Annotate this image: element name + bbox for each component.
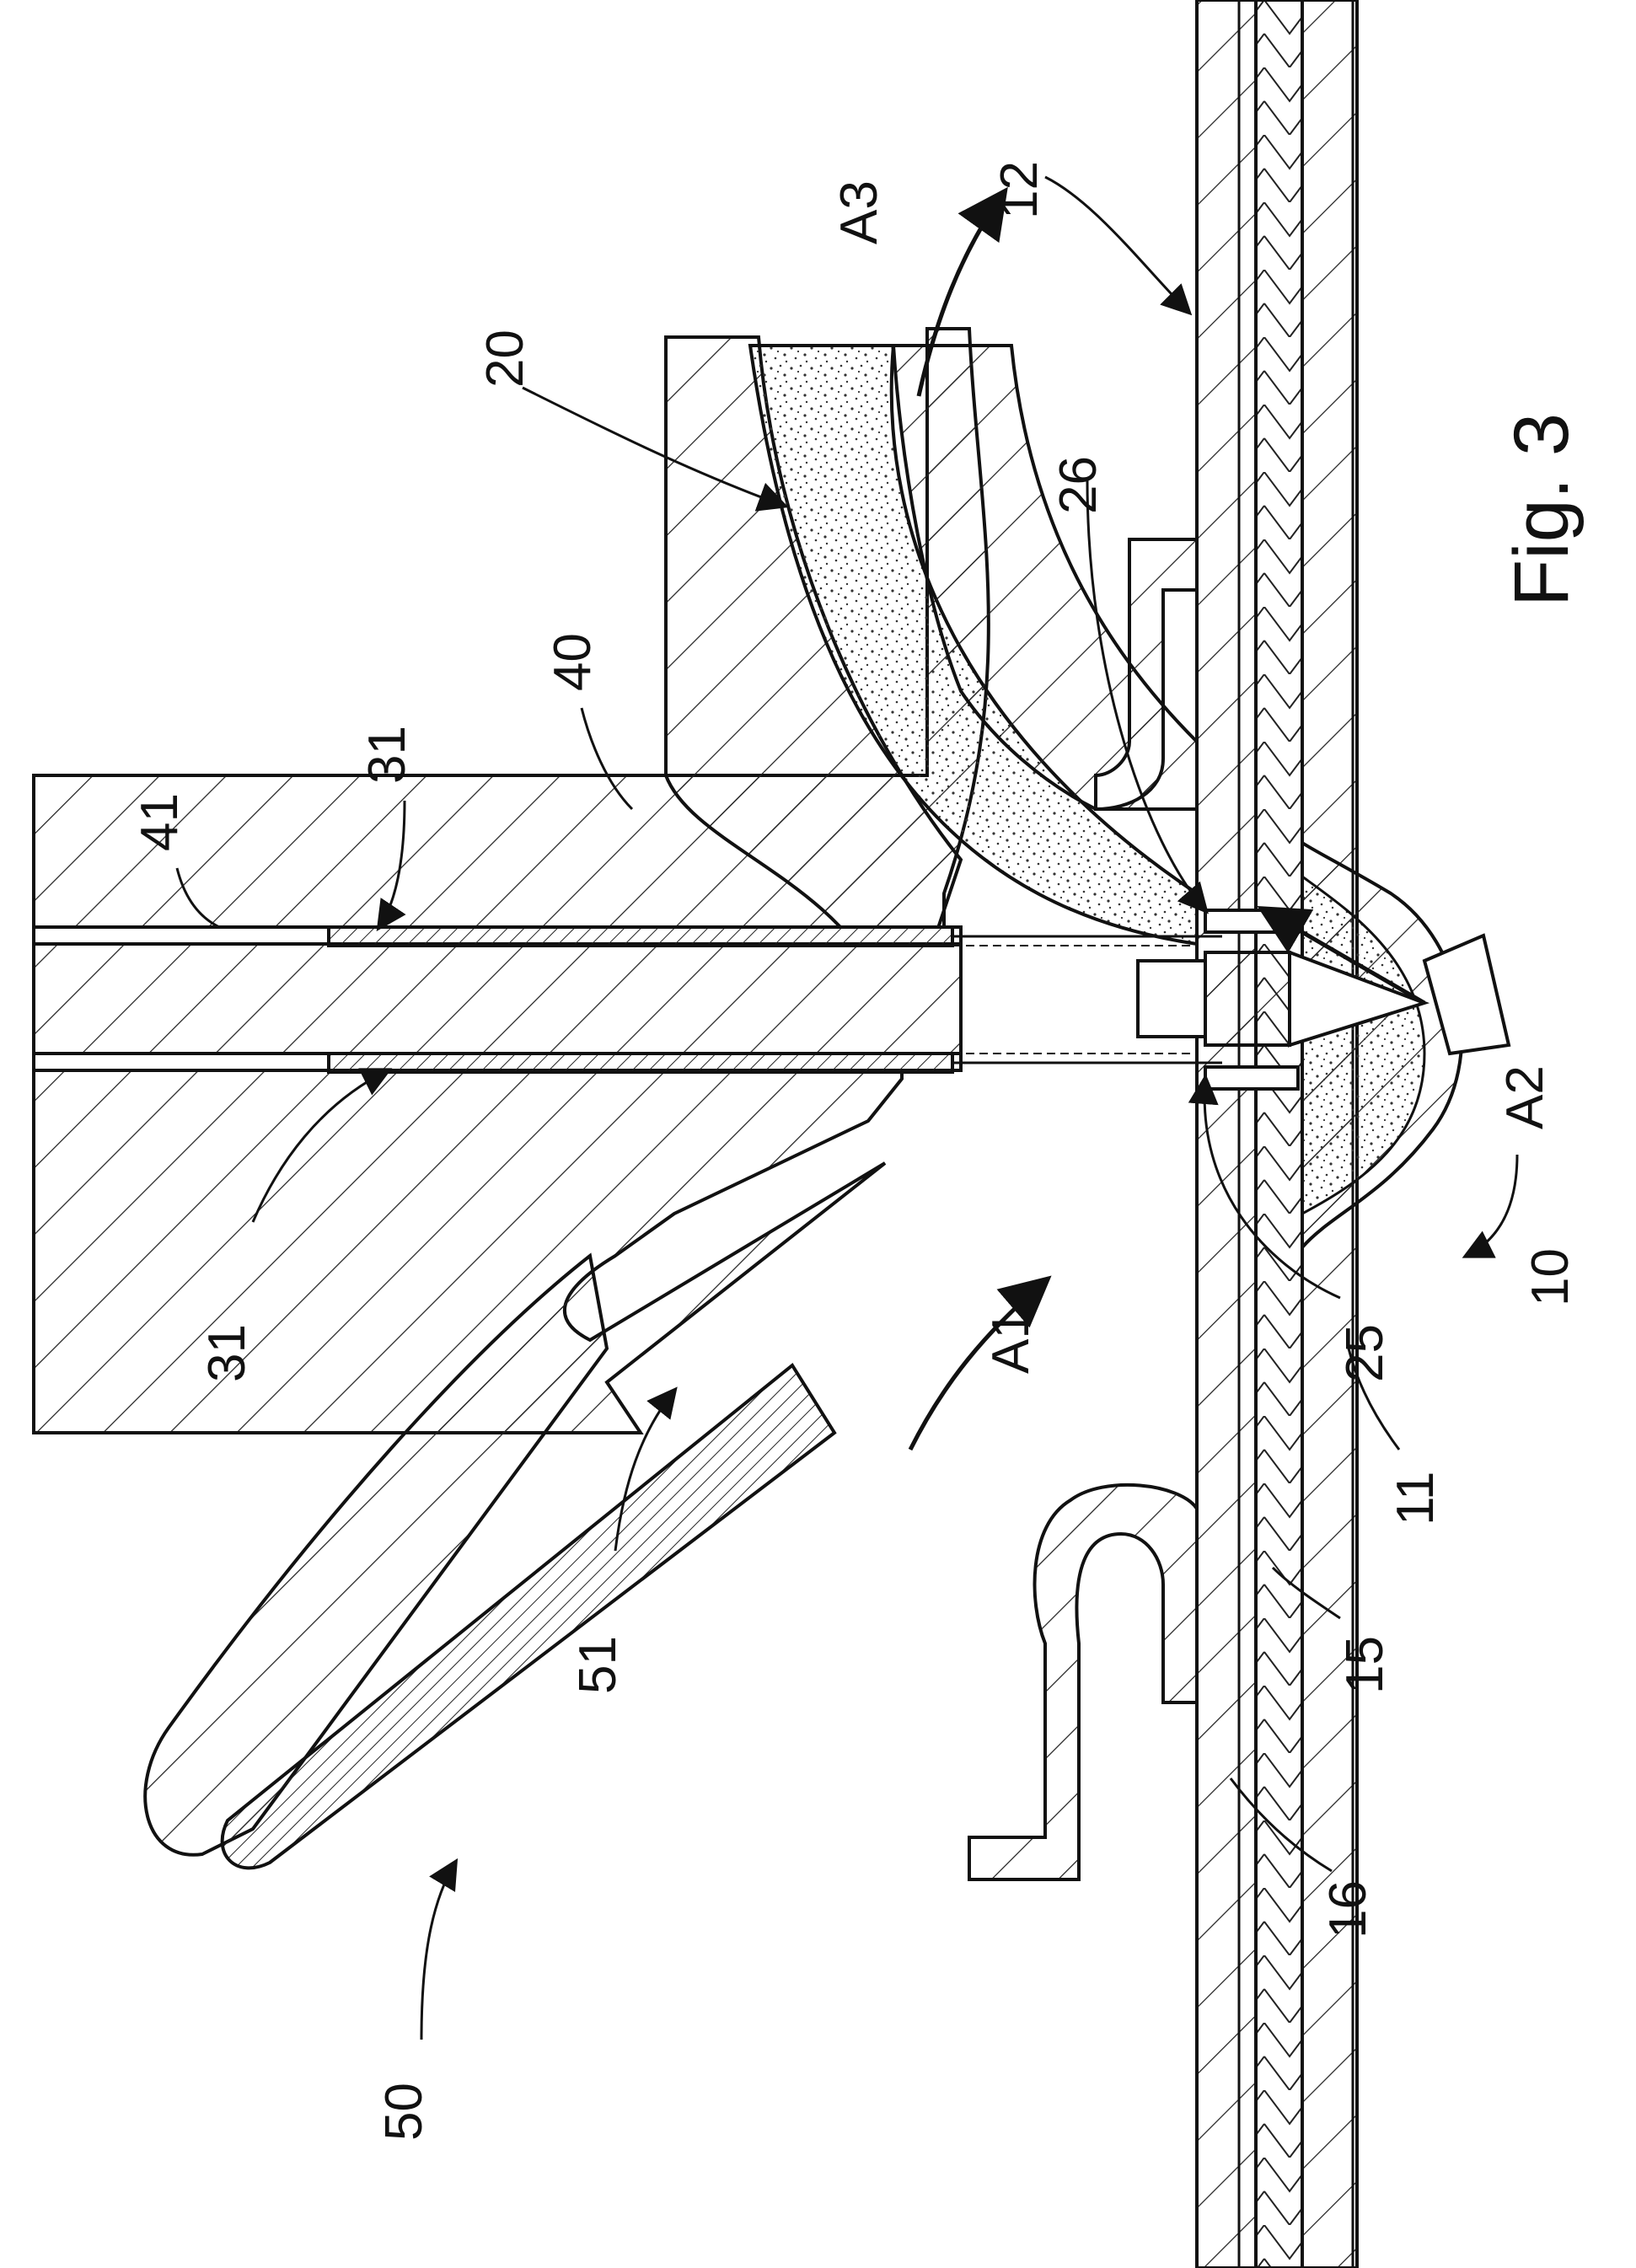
leader-12 xyxy=(1045,177,1188,312)
label-31a: 31 xyxy=(358,726,416,784)
layer-16 xyxy=(1197,0,1256,2268)
label-16: 16 xyxy=(1319,1880,1377,1938)
label-31b: 31 xyxy=(198,1324,256,1382)
label-41: 41 xyxy=(131,793,189,851)
label-15: 15 xyxy=(1336,1636,1394,1694)
label-a1: A1 xyxy=(982,1310,1040,1374)
shaft-41 xyxy=(34,910,1424,1089)
flange-25 xyxy=(1205,1067,1298,1089)
label-12: 12 xyxy=(990,161,1049,219)
label-50: 50 xyxy=(375,2083,433,2141)
label-25: 25 xyxy=(1336,1324,1394,1382)
figure-title: Fig. 3 xyxy=(1499,413,1585,607)
piston-block xyxy=(1138,961,1205,1037)
label-26: 26 xyxy=(1049,456,1108,514)
sleeve-31-bottom xyxy=(329,1054,952,1072)
label-10: 10 xyxy=(1521,1248,1580,1306)
piston-head xyxy=(1205,952,1290,1045)
label-20: 20 xyxy=(476,330,534,388)
label-a2: A2 xyxy=(1496,1065,1554,1129)
leader-10 xyxy=(1467,1155,1517,1256)
lower-hook xyxy=(969,1485,1197,1879)
leader-50 xyxy=(421,1863,455,2040)
sleeve-31-top xyxy=(329,927,952,946)
shaft-core xyxy=(34,944,961,1054)
label-51: 51 xyxy=(569,1636,627,1694)
label-11: 11 xyxy=(1387,1472,1445,1525)
label-a3: A3 xyxy=(830,180,888,244)
label-40: 40 xyxy=(544,633,602,691)
layer-15 xyxy=(1256,0,1302,2268)
